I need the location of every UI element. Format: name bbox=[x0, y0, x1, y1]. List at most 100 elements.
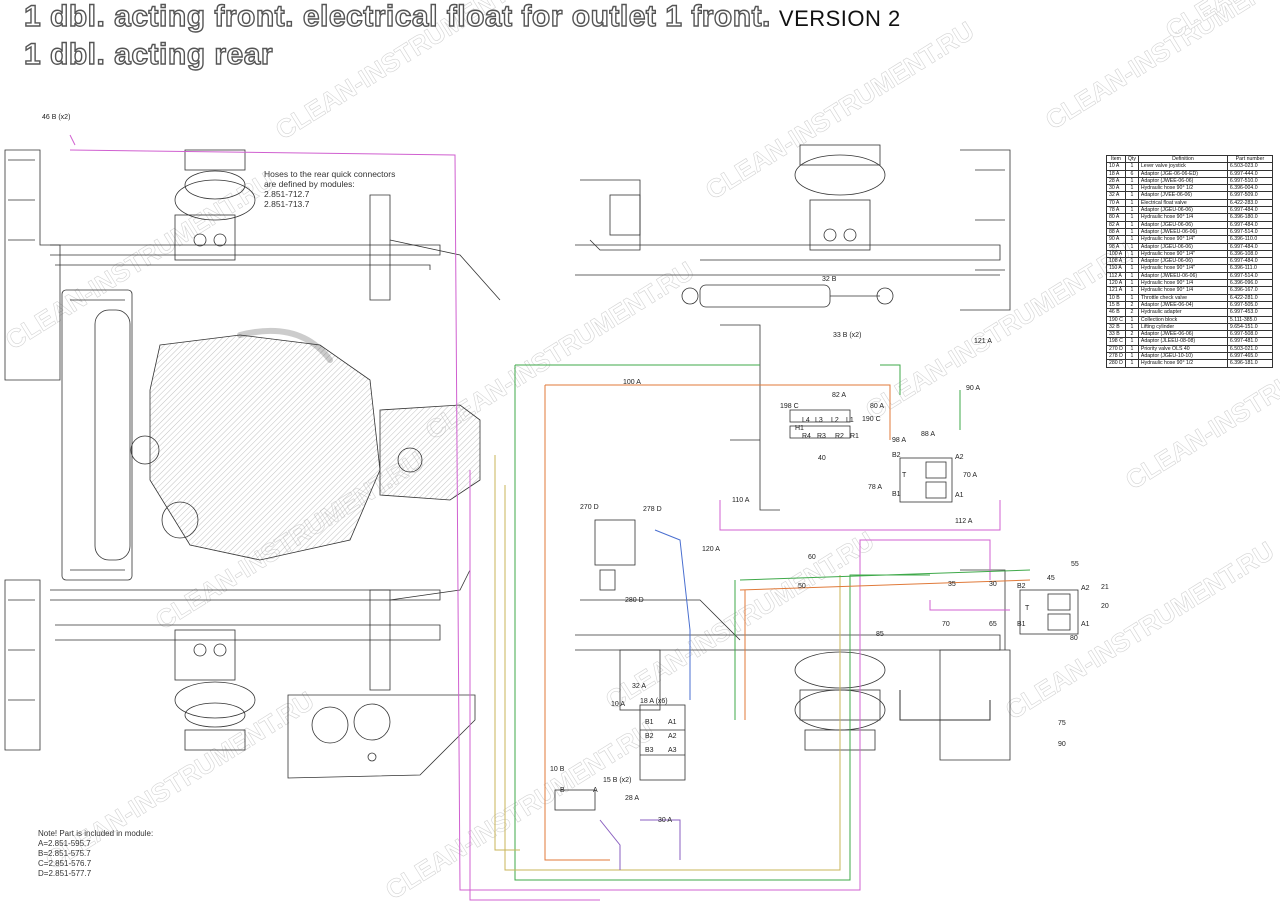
label-90: 90 bbox=[1058, 741, 1066, 748]
joystick-port-b1: B1 bbox=[645, 719, 654, 726]
port-h1: H1 bbox=[795, 425, 804, 432]
bom-qty: 1 bbox=[1124, 351, 1139, 361]
bom-qty: 1 bbox=[1124, 176, 1139, 186]
bom-qty: 1 bbox=[1124, 206, 1139, 215]
bom-qty: 1 bbox=[1124, 242, 1139, 251]
bom-qty: 1 bbox=[1124, 220, 1139, 229]
bom-part-number: 6.422-281.0 bbox=[1226, 293, 1273, 302]
port-r2: R2 bbox=[835, 433, 844, 440]
port-l2: L2 bbox=[831, 417, 839, 424]
port-l3: L3 bbox=[815, 417, 823, 424]
bom-qty: 1 bbox=[1124, 191, 1139, 200]
bom-part-number: 6.997-465.0 bbox=[1226, 351, 1273, 361]
label-98a: 98 A bbox=[892, 437, 906, 444]
label-35: 35 bbox=[948, 581, 956, 588]
label-32b: 32 B bbox=[822, 276, 837, 283]
bom-qty: 1 bbox=[1124, 264, 1139, 273]
label-270d: 270 D bbox=[580, 504, 599, 511]
bom-qty: 1 bbox=[1124, 286, 1139, 295]
rear-port-a1: A1 bbox=[1081, 621, 1090, 628]
bom-qty: 1 bbox=[1124, 249, 1139, 259]
label-46b: 46 B (x2) bbox=[42, 114, 70, 121]
bom-part-number: 6.997-444.0 bbox=[1226, 169, 1273, 178]
bom-part-number: 6.997-453.0 bbox=[1226, 308, 1273, 317]
tractor-frame-right bbox=[554, 144, 1079, 811]
port-r3: R3 bbox=[817, 433, 826, 440]
bom-qty: 1 bbox=[1124, 315, 1139, 324]
bom-header-row: Item Qty Definition Part number bbox=[1106, 154, 1273, 164]
label-78a: 78 A bbox=[868, 484, 882, 491]
bom-qty: 1 bbox=[1124, 337, 1139, 346]
bom-qty: 1 bbox=[1124, 359, 1139, 368]
port-r4: R4 bbox=[802, 433, 811, 440]
bom-part-number: 6.997-484.0 bbox=[1226, 206, 1273, 215]
label-88a: 88 A bbox=[921, 431, 935, 438]
label-50: 50 bbox=[798, 583, 806, 590]
label-112a: 112 A bbox=[955, 518, 973, 525]
label-278d: 278 D bbox=[643, 506, 662, 513]
port-a1: A1 bbox=[955, 492, 964, 499]
label-190c: 190 C bbox=[862, 416, 881, 423]
bom-part-number: 6.396-181.0 bbox=[1226, 359, 1273, 368]
rear-port-t: T bbox=[1025, 605, 1030, 612]
label-21: 21 bbox=[1101, 584, 1109, 591]
bom-qty: 6 bbox=[1124, 169, 1139, 178]
label-80a: 80 A bbox=[870, 403, 884, 410]
joystick-port-b2: B2 bbox=[645, 733, 654, 740]
module-note-line: C=2.851-576.7 bbox=[38, 859, 92, 868]
version-label: VERSION 2 bbox=[778, 6, 901, 31]
label-10a: 10 A bbox=[611, 701, 625, 708]
port-b2: B2 bbox=[892, 452, 901, 459]
bom-part-number: 6.396-096.0 bbox=[1226, 279, 1273, 288]
label-82a: 82 A bbox=[832, 392, 846, 399]
label-100a: 100 A bbox=[623, 379, 641, 386]
diagram-title-line1: 1 dbl. acting front. electrical float fo… bbox=[23, 0, 901, 34]
bom-qty: 1 bbox=[1124, 293, 1139, 302]
bom-qty: 1 bbox=[1124, 344, 1139, 354]
hoses-note-line: Hoses to the rear quick connectors bbox=[264, 169, 396, 179]
label-55: 55 bbox=[1071, 561, 1079, 568]
bom-part-number: 6.503-023.0 bbox=[1226, 162, 1273, 171]
label-70: 70 bbox=[942, 621, 950, 628]
bom-qty: 2 bbox=[1124, 300, 1139, 310]
bom-part-number: 6.396-180.0 bbox=[1226, 213, 1273, 222]
label-121a: 121 A bbox=[974, 338, 992, 345]
label-75: 75 bbox=[1058, 720, 1066, 727]
bom-part-number: 6.997-484.0 bbox=[1226, 220, 1273, 229]
label-280d: 280 D bbox=[625, 597, 644, 604]
bom-part-number: 6.997-510.0 bbox=[1226, 176, 1273, 186]
bom-qty: 2 bbox=[1124, 308, 1139, 317]
bom-part-number: 6.396-108.0 bbox=[1226, 249, 1273, 259]
label-40: 40 bbox=[818, 455, 826, 462]
throttle-port-b: B bbox=[560, 787, 565, 794]
bom-part-number: 6.503-021.0 bbox=[1226, 344, 1273, 354]
label-30a: 30 A bbox=[658, 817, 672, 824]
port-t: T bbox=[902, 472, 907, 479]
port-a2: A2 bbox=[955, 454, 964, 461]
label-110a: 110 A bbox=[732, 497, 750, 504]
hoses-note-line: 2.851-713.7 bbox=[264, 199, 310, 209]
bom-part-number: 6.997-508.0 bbox=[1226, 330, 1273, 339]
bom-part-number: 6.997-514.0 bbox=[1226, 227, 1273, 237]
throttle-port-a: A bbox=[593, 787, 598, 794]
port-l1: L1 bbox=[846, 417, 854, 424]
tractor-frame-left bbox=[4, 149, 501, 779]
bom-header-qty: Qty bbox=[1124, 154, 1139, 164]
module-note-line: B=2.851-575.7 bbox=[38, 849, 91, 858]
bom-part-number: 6.396-111.0 bbox=[1226, 264, 1273, 273]
bom-part-number: 6.997-484.0 bbox=[1226, 257, 1273, 266]
hoses-note-line: 2.851-712.7 bbox=[264, 189, 310, 199]
